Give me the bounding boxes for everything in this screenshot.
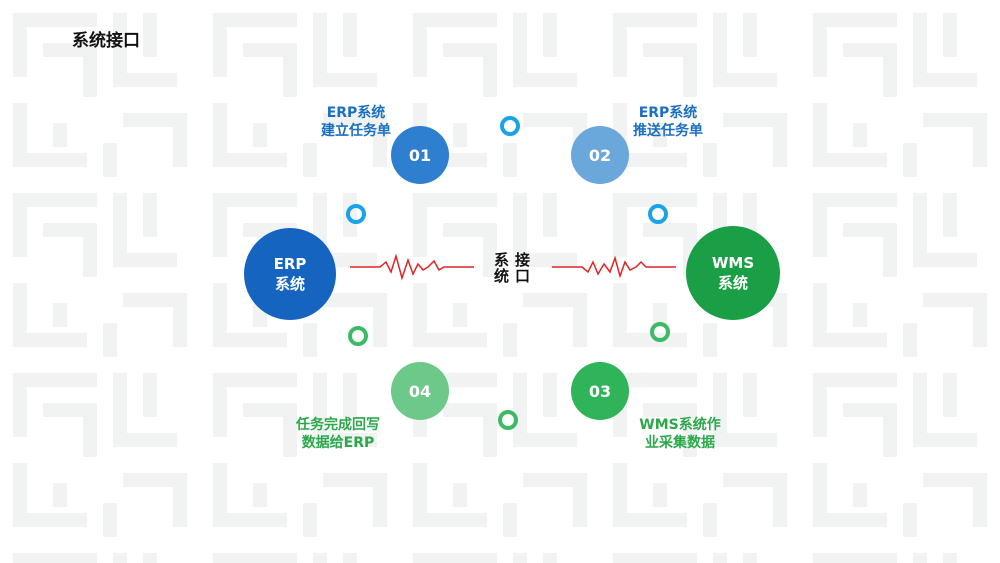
step-04-label: 任务完成回写 数据给ERP (258, 416, 418, 452)
ring-lower-left (348, 326, 368, 346)
step-02-line1: ERP系统 (638, 105, 698, 121)
wms-node-line2: 系统 (717, 274, 748, 292)
step-04-circle: 04 (391, 362, 449, 420)
erp-node-line2: 系统 (274, 275, 305, 293)
right-wave-connector (552, 255, 676, 279)
step-04-line1: 任务完成回写 (296, 417, 380, 433)
step-04-line2: 数据给ERP (301, 435, 375, 451)
erp-node-line1: ERP (273, 255, 307, 273)
ring-bottom (498, 410, 518, 430)
step-01-line1: ERP系统 (326, 105, 386, 121)
step-01-circle: 01 (391, 126, 449, 184)
step-03-circle: 03 (571, 362, 629, 420)
step-03-label: WMS系统作 业采集数据 (600, 416, 760, 452)
center-char-1: 系 (494, 251, 510, 269)
left-wave-connector (350, 253, 474, 281)
ring-upper-right (648, 204, 668, 224)
step-01-label: ERP系统 建立任务单 (276, 104, 436, 140)
step-03-line2: 业采集数据 (645, 435, 715, 451)
step-02-label: ERP系统 推送任务单 (588, 104, 748, 140)
center-interface-label: 系 接 统 口 (494, 252, 531, 284)
step-02-circle: 02 (571, 126, 629, 184)
ring-lower-right (650, 322, 670, 342)
ring-top (500, 116, 520, 136)
step-03-line1: WMS系统作 (639, 417, 721, 433)
center-char-4: 口 (515, 267, 531, 285)
step-01-line2: 建立任务单 (321, 123, 391, 139)
ring-upper-left (346, 204, 366, 224)
wms-system-node: WMS 系统 (686, 226, 780, 320)
center-char-3: 统 (494, 267, 510, 285)
wms-node-line1: WMS (711, 254, 755, 272)
page-title: 系统接口 (72, 31, 140, 51)
center-char-2: 接 (515, 251, 531, 269)
erp-system-node: ERP 系统 (244, 228, 336, 320)
step-02-line2: 推送任务单 (633, 123, 703, 139)
